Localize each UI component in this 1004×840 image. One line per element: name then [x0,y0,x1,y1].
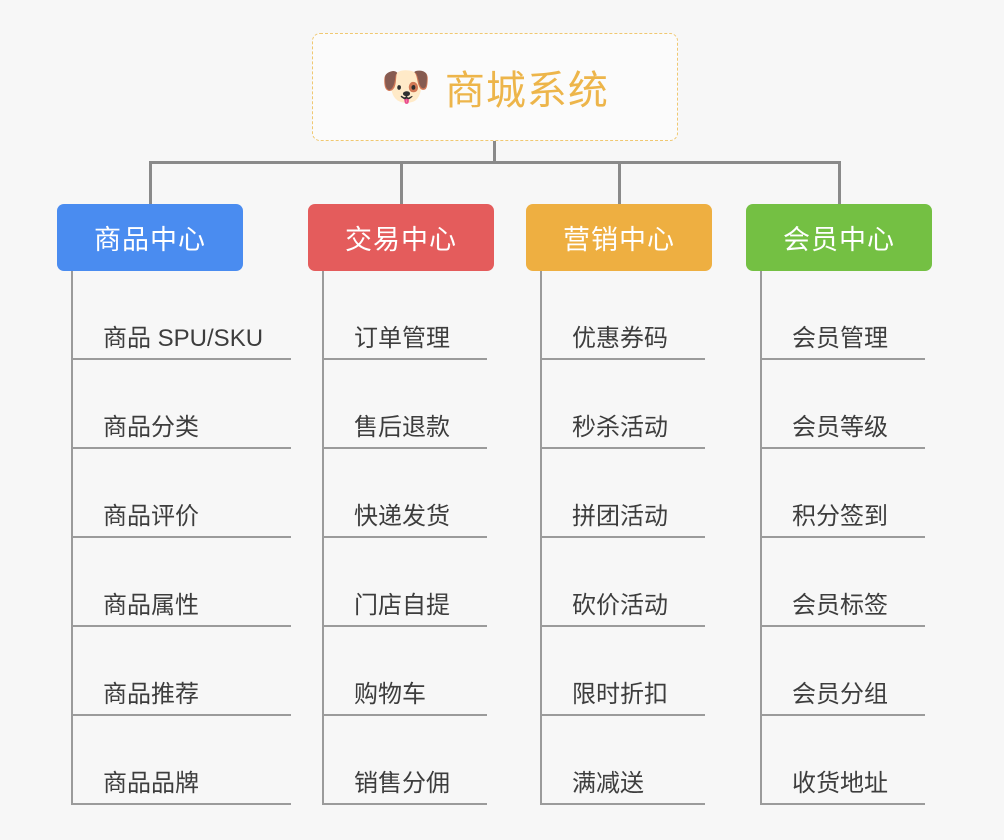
leaf-item[interactable]: 门店自提 [322,538,487,627]
category-header-2[interactable]: 交易中心 [308,204,494,271]
leaf-item[interactable]: 优惠券码 [540,271,705,360]
leaf-item[interactable]: 购物车 [322,627,487,716]
leaf-item[interactable]: 收货地址 [760,716,925,805]
leaf-item-label: 快递发货 [354,502,450,530]
leaf-item[interactable]: 售后退款 [322,360,487,449]
leaf-item-label: 秒杀活动 [572,413,668,441]
leaf-item[interactable]: 限时折扣 [540,627,705,716]
leaf-item-label: 商品品牌 [103,769,199,797]
leaf-item[interactable]: 商品品牌 [71,716,291,805]
leaf-item-label: 售后退款 [354,413,450,441]
category-header-1[interactable]: 商品中心 [57,204,243,271]
root-node-mall-system[interactable]: 🐶 商城系统 [312,33,678,141]
branch-drop-connector-4 [838,161,841,204]
leaf-item[interactable]: 订单管理 [322,271,487,360]
branch-drop-connector-3 [618,161,621,204]
leaf-item-label: 商品推荐 [103,680,199,708]
branch-column-1: 商品中心 商品 SPU/SKU 商品分类 商品评价 商品属性 商品推荐 商品品牌 [57,161,291,805]
leaf-item[interactable]: 会员标签 [760,538,925,627]
leaf-item[interactable]: 秒杀活动 [540,360,705,449]
leaf-item[interactable]: 砍价活动 [540,538,705,627]
leaf-item[interactable]: 商品评价 [71,449,291,538]
leaf-item-label: 优惠券码 [572,324,668,352]
category-header-label-2: 交易中心 [345,225,457,255]
leaf-item[interactable]: 快递发货 [322,449,487,538]
category-header-3[interactable]: 营销中心 [526,204,712,271]
category-header-label-4: 会员中心 [783,225,895,255]
leaf-list-2: 订单管理 售后退款 快递发货 门店自提 购物车 销售分佣 [322,271,487,805]
branch-column-4: 会员中心 会员管理 会员等级 积分签到 会员标签 会员分组 收货地址 [746,161,932,805]
branch-column-3: 营销中心 优惠券码 秒杀活动 拼团活动 砍价活动 限时折扣 满减送 [526,161,712,805]
leaf-item[interactable]: 商品属性 [71,538,291,627]
leaf-item[interactable]: 商品分类 [71,360,291,449]
leaf-item-label: 商品属性 [103,591,199,619]
leaf-item-label: 收货地址 [792,769,888,797]
leaf-item[interactable]: 销售分佣 [322,716,487,805]
leaf-item[interactable]: 商品 SPU/SKU [71,271,291,360]
leaf-item[interactable]: 会员等级 [760,360,925,449]
leaf-item-label: 门店自提 [354,591,450,619]
leaf-item-label: 会员等级 [792,413,888,441]
leaf-item-label: 会员分组 [792,680,888,708]
leaf-item[interactable]: 会员分组 [760,627,925,716]
leaf-item-label: 会员标签 [792,591,888,619]
leaf-item-label: 商品评价 [103,502,199,530]
leaf-item-label: 销售分佣 [354,769,450,797]
leaf-item-label: 商品分类 [103,413,199,441]
shiba-dog-face-icon: 🐶 [381,64,431,110]
leaf-item-label: 满减送 [572,769,644,797]
leaf-item-label: 订单管理 [354,324,450,352]
leaf-item[interactable]: 满减送 [540,716,705,805]
leaf-item-label: 拼团活动 [572,502,668,530]
category-header-label-1: 商品中心 [94,225,206,255]
category-header-label-3: 营销中心 [563,225,675,255]
leaf-item[interactable]: 商品推荐 [71,627,291,716]
leaf-item-label: 购物车 [354,680,426,708]
trunk-connector [149,161,841,164]
leaf-list-1: 商品 SPU/SKU 商品分类 商品评价 商品属性 商品推荐 商品品牌 [71,271,291,805]
leaf-item-label: 限时折扣 [572,680,668,708]
leaf-item-label: 砍价活动 [572,591,668,619]
root-node-title: 商城系统 [444,69,609,113]
leaf-item[interactable]: 拼团活动 [540,449,705,538]
leaf-item-label: 积分签到 [792,502,888,530]
root-stem-connector [493,141,496,163]
leaf-list-3: 优惠券码 秒杀活动 拼团活动 砍价活动 限时折扣 满减送 [540,271,705,805]
branch-drop-connector-1 [149,161,152,204]
leaf-item[interactable]: 积分签到 [760,449,925,538]
category-header-4[interactable]: 会员中心 [746,204,932,271]
leaf-item-label: 会员管理 [792,324,888,352]
leaf-item[interactable]: 会员管理 [760,271,925,360]
branch-drop-connector-2 [400,161,403,204]
leaf-item-label: 商品 SPU/SKU [103,324,264,352]
branch-column-2: 交易中心 订单管理 售后退款 快递发货 门店自提 购物车 销售分佣 [308,161,494,805]
leaf-list-4: 会员管理 会员等级 积分签到 会员标签 会员分组 收货地址 [760,271,925,805]
